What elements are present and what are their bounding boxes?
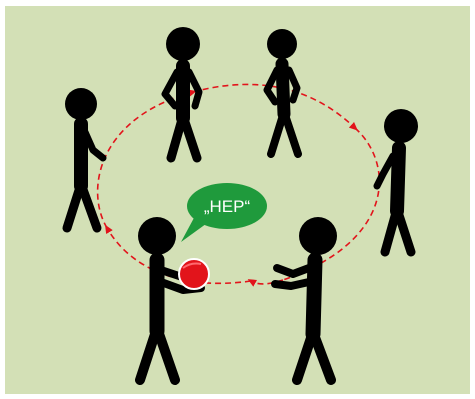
right-arm — [185, 68, 203, 110]
torso — [390, 141, 406, 218]
head — [299, 217, 337, 255]
right-leg — [308, 327, 336, 385]
scene-canvas: „HEP“ — [5, 6, 470, 394]
person-right — [373, 109, 418, 257]
right-leg — [392, 204, 416, 257]
person-top-right — [263, 29, 302, 158]
torso — [275, 57, 291, 121]
right-leg — [178, 111, 202, 163]
speech-bubble-body — [187, 183, 267, 229]
head — [65, 88, 97, 120]
game-scene: „HEP“ — [5, 6, 470, 394]
head — [384, 109, 418, 143]
person-bottom-right — [271, 217, 337, 385]
left-leg — [292, 327, 318, 385]
front-arm — [373, 152, 397, 190]
path-segment-right — [282, 121, 381, 281]
left-leg — [62, 179, 86, 233]
right-arm — [285, 66, 301, 104]
person-left — [62, 88, 107, 233]
right-leg — [280, 108, 302, 158]
lower-arm — [271, 278, 313, 290]
ball — [178, 258, 210, 290]
front-arm — [81, 128, 107, 162]
speech-bubble: „HEP“ — [181, 183, 267, 242]
left-arm — [161, 68, 181, 110]
left-leg — [267, 108, 288, 158]
left-arm — [263, 66, 281, 106]
left-leg — [135, 323, 162, 385]
head — [138, 217, 176, 255]
path-segment-top — [187, 83, 356, 129]
upper-arm — [273, 264, 313, 278]
path-segment-left — [96, 91, 194, 235]
speech-bubble-text: „HEP“ — [204, 197, 251, 216]
torso — [305, 252, 323, 342]
head — [267, 29, 297, 59]
right-leg — [152, 323, 180, 385]
right-leg — [76, 179, 102, 233]
person-top-left — [161, 27, 203, 163]
ball-highlight — [182, 262, 202, 269]
head — [166, 27, 200, 61]
